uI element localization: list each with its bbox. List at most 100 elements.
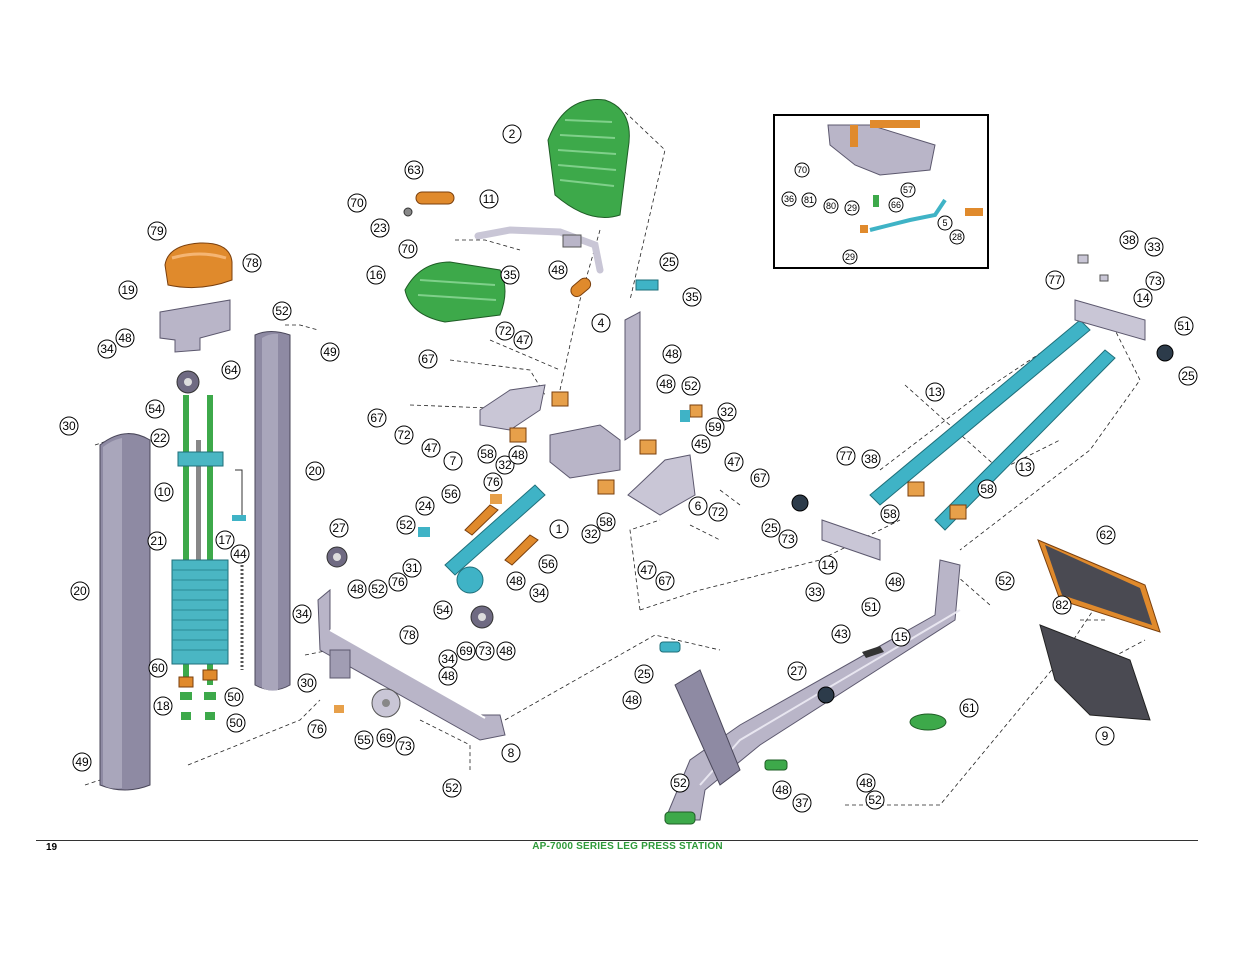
callout-33: 33 (1144, 237, 1164, 257)
callout-number: 44 (233, 547, 247, 561)
callout-77: 77 (836, 446, 856, 466)
callout-number: 7 (450, 454, 457, 468)
callout-number: 16 (369, 268, 383, 282)
callout-72: 72 (708, 502, 728, 522)
callout-30: 30 (297, 673, 317, 693)
callout-number: 48 (665, 347, 679, 361)
callout-number: 70 (401, 242, 415, 256)
callout-number: 47 (516, 333, 530, 347)
callout-73: 73 (475, 641, 495, 661)
callout-76: 76 (388, 572, 408, 592)
callout-number: 18 (156, 699, 170, 713)
callout-62: 62 (1096, 525, 1116, 545)
callout-60: 60 (148, 658, 168, 678)
callout-number: 14 (1136, 291, 1150, 305)
front-upright (674, 669, 741, 786)
callout-48: 48 (115, 328, 135, 348)
callout-29: 29 (844, 200, 860, 216)
callout-52: 52 (272, 301, 292, 321)
callout-number: 67 (658, 574, 672, 588)
callout-52: 52 (396, 515, 416, 535)
callout-31: 31 (402, 558, 422, 578)
document-title: AP-7000 SERIES LEG PRESS STATION (532, 841, 723, 852)
callout-51: 51 (861, 597, 881, 617)
callout-number: 69 (379, 731, 393, 745)
callout-52: 52 (670, 773, 690, 793)
callout-82: 82 (1052, 595, 1072, 615)
callout-47: 47 (513, 330, 533, 350)
callout-number: 25 (1181, 369, 1195, 383)
base-frame (317, 588, 506, 741)
callout-29: 29 (842, 249, 858, 265)
callout-70: 70 (398, 239, 418, 259)
callout-38: 38 (861, 449, 881, 469)
callout-number: 20 (308, 464, 322, 478)
callout-number: 59 (708, 420, 722, 434)
callout-number: 52 (275, 304, 289, 318)
callout-number: 66 (891, 200, 901, 210)
callout-67: 67 (418, 349, 438, 369)
guide-rail-upper (869, 319, 1091, 506)
callout-10: 10 (154, 482, 174, 502)
seat-pad (404, 261, 506, 323)
callout-number: 29 (845, 252, 855, 262)
callout-number: 35 (503, 268, 517, 282)
callout-labels: 1245678910111313141415161718192020212223… (59, 124, 1198, 813)
callout-number: 82 (1055, 598, 1069, 612)
callout-number: 49 (75, 755, 89, 769)
callout-72: 72 (495, 321, 515, 341)
callout-34: 34 (292, 604, 312, 624)
callout-70: 70 (794, 162, 810, 178)
callout-number: 51 (1177, 319, 1191, 333)
callout-number: 23 (373, 221, 387, 235)
callout-52: 52 (368, 579, 388, 599)
callout-52: 52 (681, 376, 701, 396)
callout-44: 44 (230, 544, 250, 564)
callout-72: 72 (394, 425, 414, 445)
callout-48: 48 (438, 666, 458, 686)
rail-assembly (791, 254, 1174, 561)
callout-number: 30 (300, 676, 314, 690)
callout-number: 79 (150, 224, 164, 238)
callout-number: 10 (157, 485, 171, 499)
callout-number: 37 (795, 796, 809, 810)
seat-bracket-left (479, 384, 546, 431)
callout-number: 56 (541, 557, 555, 571)
callout-number: 9 (1102, 729, 1109, 743)
callout-24: 24 (415, 496, 435, 516)
callout-number: 31 (405, 561, 419, 575)
callout-27: 27 (787, 661, 807, 681)
callout-34: 34 (97, 339, 117, 359)
base-frame-assembly (317, 546, 506, 741)
callout-number: 28 (952, 232, 962, 242)
callout-number: 13 (1018, 460, 1032, 474)
callout-number: 56 (444, 487, 458, 501)
callout-number: 48 (888, 575, 902, 589)
callout-54: 54 (433, 600, 453, 620)
callout-56: 56 (538, 554, 558, 574)
callout-32: 32 (717, 402, 737, 422)
callout-number: 72 (498, 324, 512, 338)
callout-28: 28 (949, 229, 965, 245)
callout-11: 11 (479, 189, 499, 209)
callout-number: 80 (826, 201, 836, 211)
callout-4: 4 (591, 313, 611, 333)
callout-number: 34 (295, 607, 309, 621)
foot-plate-assembly (1037, 539, 1161, 721)
callout-number: 48 (350, 582, 364, 596)
callout-73: 73 (395, 736, 415, 756)
callout-number: 77 (839, 449, 853, 463)
callout-77: 77 (1045, 270, 1065, 290)
callout-14: 14 (1133, 288, 1153, 308)
callout-54: 54 (145, 399, 165, 419)
callout-25: 25 (761, 518, 781, 538)
page-number: 19 (46, 842, 58, 853)
callout-number: 45 (694, 437, 708, 451)
callout-number: 48 (551, 263, 565, 277)
callout-number: 13 (928, 385, 942, 399)
callout-number: 52 (673, 776, 687, 790)
callout-5: 5 (937, 215, 953, 231)
callout-number: 27 (790, 664, 804, 678)
callout-number: 24 (418, 499, 432, 513)
callout-48: 48 (856, 773, 876, 793)
